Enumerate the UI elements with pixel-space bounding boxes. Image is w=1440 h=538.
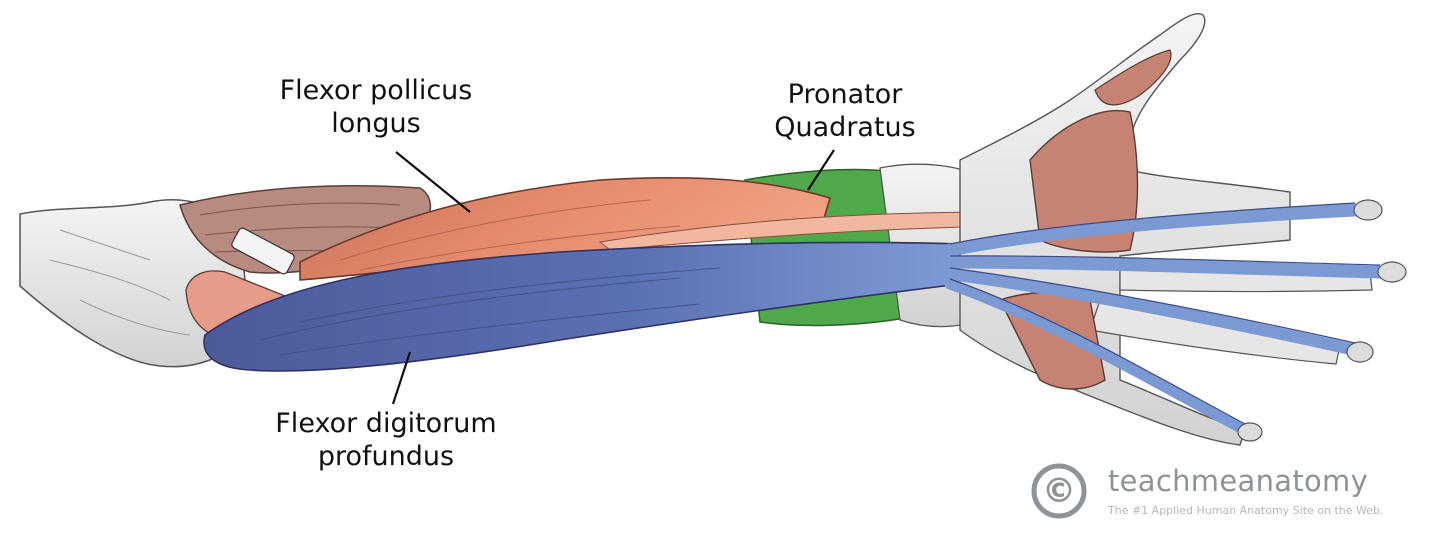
label-line: Pronator <box>787 79 903 110</box>
label-line: Flexor pollicus <box>279 75 473 106</box>
copyright-symbol: © <box>1042 471 1076 511</box>
label-line: Flexor digitorum <box>275 408 497 439</box>
copyright-icon: © <box>1031 463 1087 519</box>
label-flexor-pollicis-longus: Flexor pollicus longus <box>236 74 516 140</box>
label-flexor-digitorum-profundus: Flexor digitorum profundus <box>236 407 536 473</box>
fingertips <box>1237 199 1407 442</box>
watermark-name: teachmeanatomy <box>1108 464 1369 498</box>
leader-line-pronator-quadratus <box>807 149 835 191</box>
hand-skeleton <box>959 13 1373 446</box>
leader-line-flexor-digitorum-profundus <box>391 351 412 405</box>
label-pronator-quadratus: Pronator Quadratus <box>720 78 970 144</box>
watermark-tagline: The #1 Applied Human Anatomy Site on the… <box>1108 504 1384 517</box>
hand-intrinsic-muscles <box>999 49 1172 390</box>
teachmeanatomy-watermark: © teachmeanatomy The #1 Applied Human An… <box>1030 462 1430 522</box>
label-line: longus <box>331 108 421 139</box>
leader-line-flexor-pollicis-longus <box>395 151 471 213</box>
label-line: profundus <box>317 441 455 472</box>
flexor-digitorum-profundus-tendons <box>943 203 1387 436</box>
label-line: Quadratus <box>774 112 916 143</box>
